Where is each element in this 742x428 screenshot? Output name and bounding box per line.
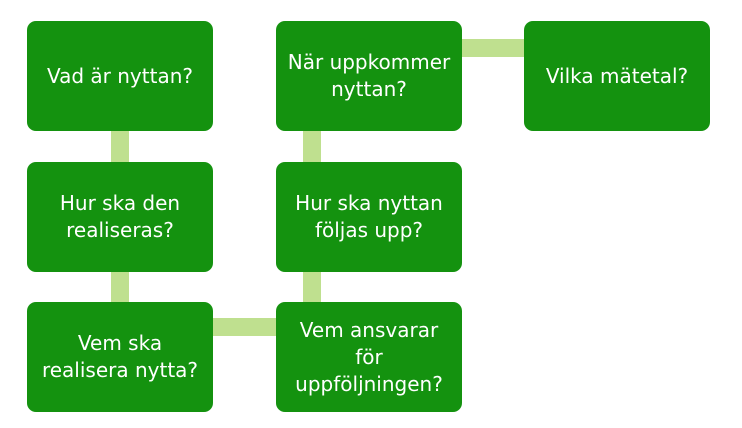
step-label: Vad är nyttan?	[46, 63, 193, 88]
step-label: Hur ska den realiseras?	[59, 191, 181, 242]
step-label: Vem ska realisera nytta?	[41, 331, 199, 382]
step-label: Hur ska nyttan följas upp?	[295, 191, 443, 242]
step-box-which-metrics: Vilka mätetal?	[524, 21, 710, 131]
connector-6-7	[462, 39, 524, 57]
connector-1-2	[111, 131, 129, 162]
step-label: Vem ansvarar för uppföljningen?	[295, 317, 443, 396]
connector-4-5	[303, 272, 321, 302]
connector-3-4	[213, 318, 276, 336]
step-box-who-realises: Vem ska realisera nytta?	[27, 302, 213, 412]
step-box-who-responsible: Vem ansvarar för uppföljningen?	[276, 302, 462, 412]
step-box-what-is-benefit: Vad är nyttan?	[27, 21, 213, 131]
connector-2-3	[111, 272, 129, 302]
step-box-when-arises: När uppkommer nyttan?	[276, 21, 462, 131]
step-box-how-realised: Hur ska den realiseras?	[27, 162, 213, 272]
step-label: När uppkommer nyttan?	[287, 50, 451, 101]
connector-5-6	[303, 131, 321, 162]
step-box-how-followed-up: Hur ska nyttan följas upp?	[276, 162, 462, 272]
step-label: Vilka mätetal?	[545, 63, 689, 88]
